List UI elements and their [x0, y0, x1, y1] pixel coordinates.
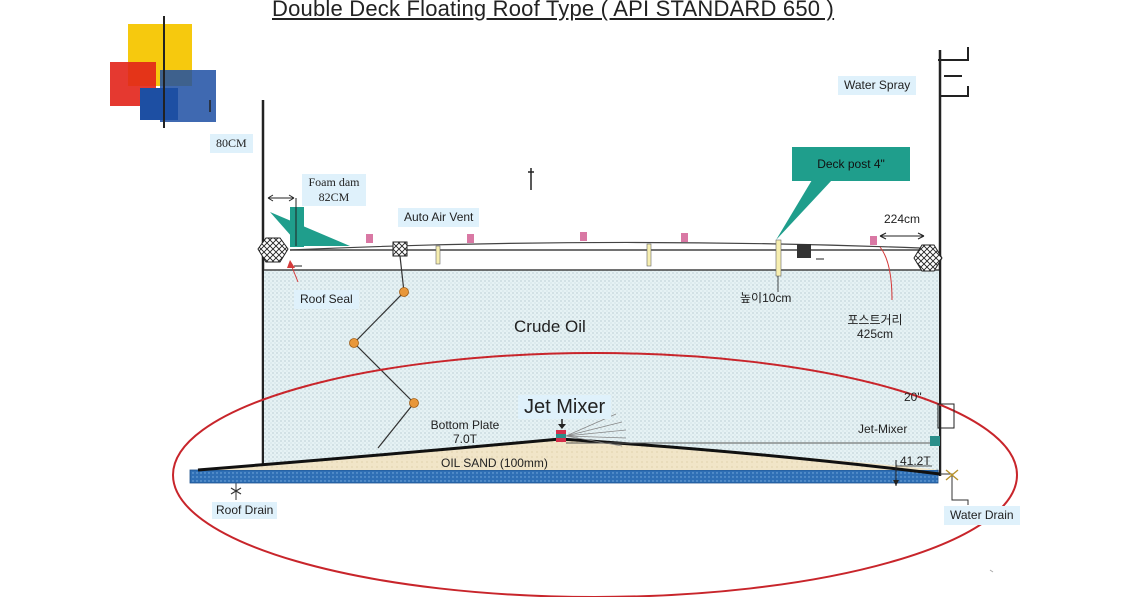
bottom-plate-label: Bottom Plate 7.0T: [420, 418, 510, 446]
auto-air-vent-label: Auto Air Vent: [398, 208, 480, 227]
water-drain-label: Water Drain: [944, 506, 1020, 525]
post-spacing-label: 포스트거리 425cm: [840, 313, 910, 341]
water-drain-pipe: [940, 469, 969, 505]
roof-seal-label: Roof Seal: [294, 290, 359, 309]
pipe-size-label: 20": [904, 390, 922, 404]
jet-mixer-label: Jet Mixer: [518, 395, 612, 419]
jet-mixer-side-label: Jet-Mixer: [858, 422, 908, 436]
post-height-label: 높이10cm: [740, 291, 792, 305]
wind-girder: [938, 48, 969, 61]
post-spacing-value: 425cm: [856, 327, 894, 341]
water-spray-label: Water Spray: [838, 76, 917, 95]
bottom-thickness-label: 41.2T: [900, 454, 931, 468]
seal-gap-label: 224cm: [884, 212, 921, 226]
jet-mixer-device: [556, 403, 955, 447]
roof-drain-label: Roof Drain: [212, 502, 278, 519]
oil-sand-label: OIL SAND (100mm): [441, 456, 548, 470]
roof-drain-pipe: [230, 255, 419, 500]
foam-dam-label: Foam dam 82CM: [302, 174, 366, 206]
foam-dam-size: 82CM: [318, 190, 350, 204]
bottom-plate-name: Bottom Plate: [430, 418, 500, 432]
eighty-cm-label: 80CM: [210, 134, 253, 153]
foundation-slab: [189, 469, 939, 484]
post-spacing-name: 포스트거리: [847, 313, 903, 327]
logo-mark: [110, 16, 216, 128]
seal-gap-dimension: [879, 232, 925, 240]
bottom-plate-value: 7.0T: [452, 432, 477, 446]
crude-oil-label: Crude Oil: [514, 317, 586, 336]
floating-roof-deck: [257, 168, 943, 277]
oil-sand-mound: [198, 440, 940, 470]
crude-oil-body: [264, 270, 939, 470]
foundation-ring: [172, 352, 1018, 597]
diagram-title: Double Deck Floating Roof Type ( API STA…: [272, 0, 835, 21]
deck-post-callout: Deck post 4": [792, 147, 910, 181]
foam-dam-dimension: [267, 194, 295, 202]
foam-dam-name: Foam dam: [308, 175, 360, 189]
